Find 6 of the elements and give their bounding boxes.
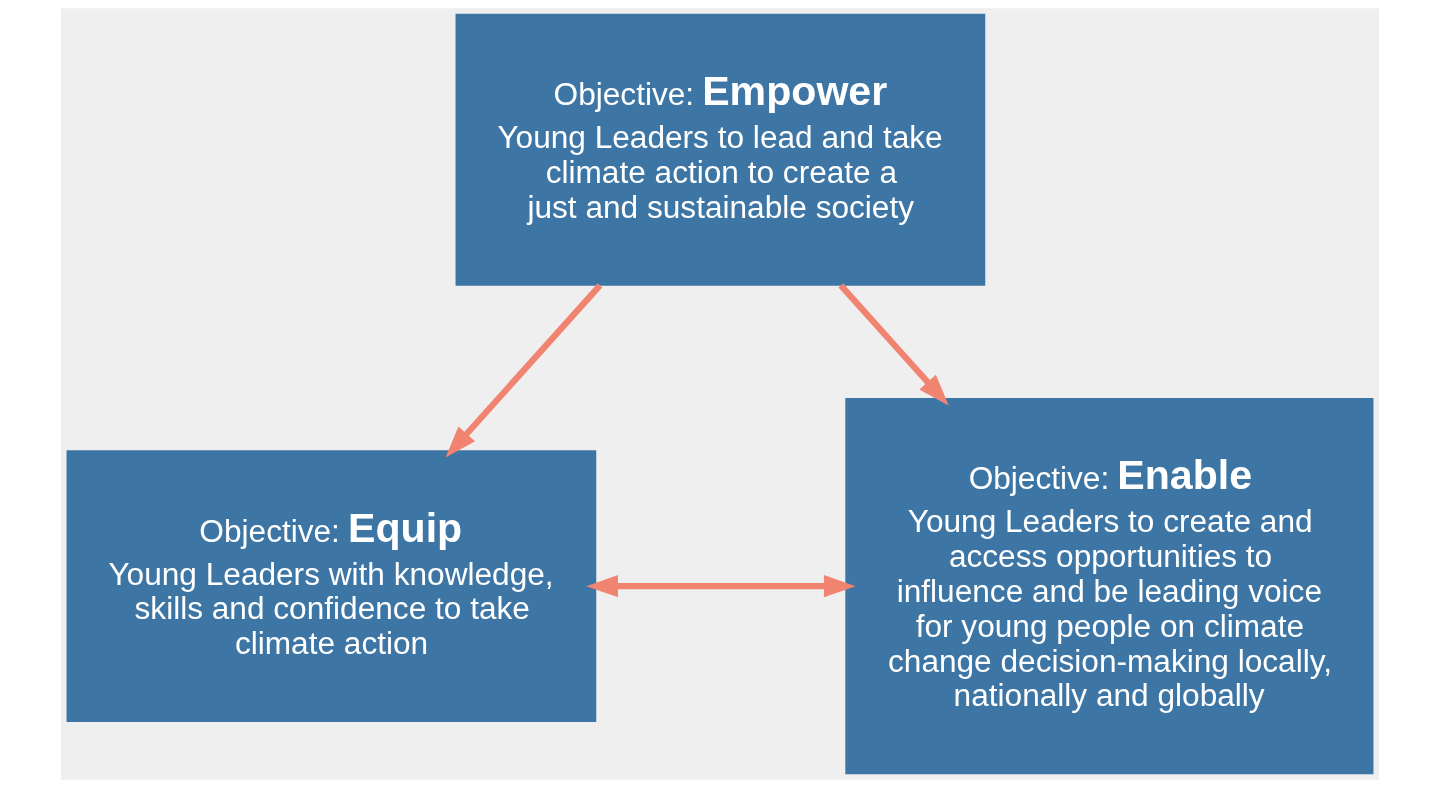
arrow [445, 283, 602, 458]
node-box: Objective: Equip Young Leaders with knowledge, skills and confidence to take climate action [66, 450, 596, 723]
arrow [585, 575, 856, 598]
node-box: Objective: Empower Young Leaders to lead and take climate action to create a just and sustainable society [455, 13, 985, 286]
node-box: Objective: Enable Young Leaders to create and access opportunities to influence and be leading voice for young people on climate change decision-making locally, nationally and globally [844, 397, 1373, 775]
arrow [837, 283, 949, 406]
